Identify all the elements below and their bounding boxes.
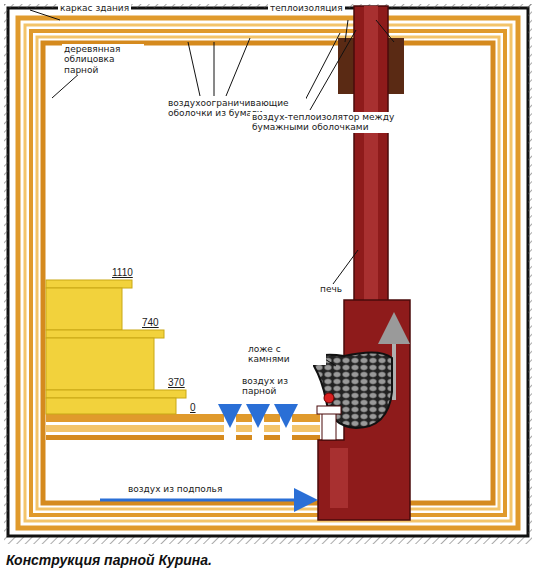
caption: Конструкция парной Курина. <box>6 552 212 568</box>
lining-label: деревянная облицовка парной <box>62 44 144 75</box>
level-number: 0 <box>188 402 198 414</box>
level-number: 740 <box>140 317 161 329</box>
frame-label: каркас здания <box>58 3 131 13</box>
level-number: 1110 <box>110 267 135 279</box>
vent-air-label: воздух из парной <box>240 376 294 397</box>
air-insulator-label: воздух-теплоизолятор между бумажными обо… <box>250 112 404 133</box>
stove-label: печь <box>318 284 344 294</box>
insulation-label: теплоизоляция <box>268 3 345 13</box>
stone-bed-label: ложе с камнями <box>246 344 326 365</box>
level-number: 370 <box>166 377 187 389</box>
subfloor-air-label: воздух из подполья <box>126 484 224 494</box>
